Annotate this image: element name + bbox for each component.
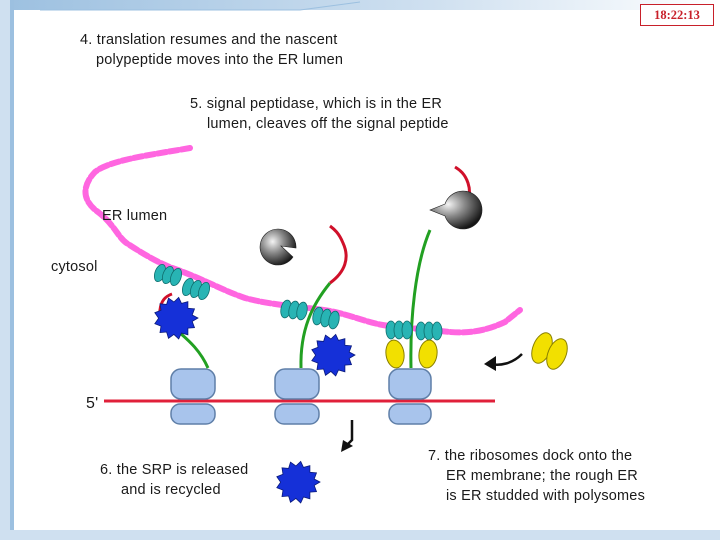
step4-label-line2: polypeptide moves into the ER lumen [96, 52, 344, 68]
signal-peptidase [429, 190, 483, 230]
ribosome [170, 368, 216, 425]
cytosol-label: cytosol [51, 259, 98, 275]
ribosome [274, 368, 320, 425]
nascent-polypeptide [299, 282, 332, 369]
srp-particle [311, 333, 356, 377]
step5-label-line2: lumen, cleaves off the signal peptide [207, 116, 449, 132]
release-arrow-head [341, 440, 353, 452]
five-prime-label: 5' [86, 395, 99, 412]
signal-peptidase [259, 228, 297, 266]
release-arrow [345, 420, 354, 447]
srp-receptor [385, 339, 438, 369]
srp-particle [154, 296, 199, 340]
nascent-polypeptide [409, 229, 432, 369]
step6-label-line2: and is recycled [121, 482, 221, 498]
step5-label-line1: 5. signal peptidase, which is in the ER [190, 96, 443, 112]
nascent-polypeptide [179, 331, 210, 369]
signal-peptide [329, 224, 348, 285]
free-srp-receptor [531, 332, 568, 370]
translocon [153, 263, 211, 301]
ribosome [388, 368, 432, 425]
step7-label-line3: is ER studded with polysomes [446, 488, 646, 504]
timestamp-box: 18:22:13 [640, 4, 714, 26]
step7-label-line2: ER membrane; the rough ER [446, 468, 638, 484]
translocon [385, 320, 443, 341]
step6-label-line1: 6. the SRP is released [100, 462, 249, 478]
step4-label-line1: 4. translation resumes and the nascent [80, 32, 338, 48]
translocon [280, 299, 340, 330]
step7-label-line1: 7. the ribosomes dock onto the [428, 448, 633, 464]
er-lumen-label: ER lumen [102, 208, 168, 224]
docking-arrow-head [484, 356, 496, 371]
srp-particle [276, 460, 321, 504]
